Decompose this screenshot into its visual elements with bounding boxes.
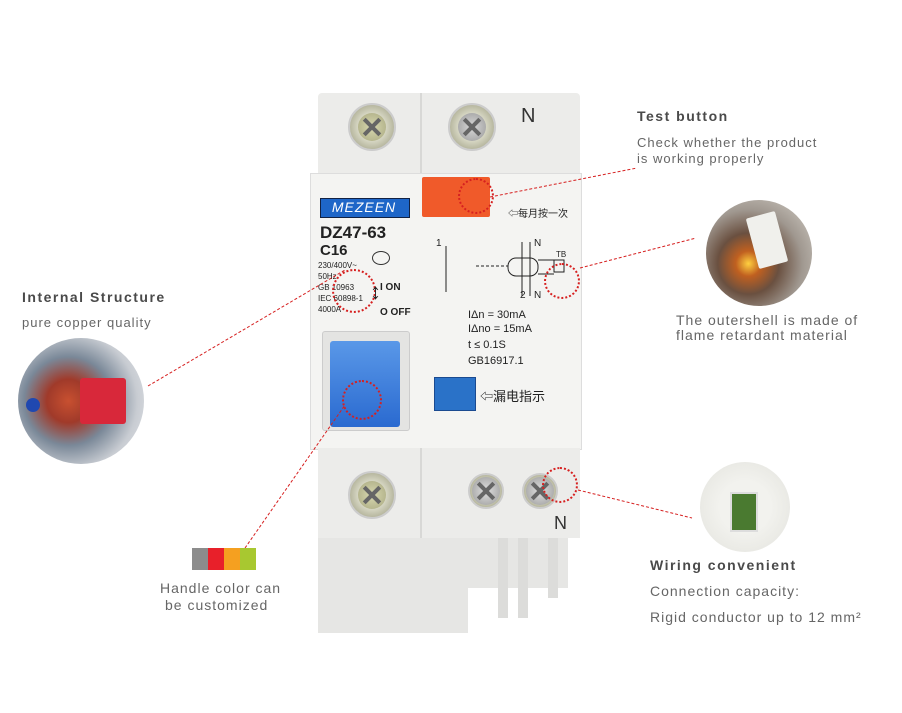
freq-label: 50Hz <box>318 272 337 281</box>
gb-standard: GB16917.1 <box>468 355 524 367</box>
neutral-label-top: N <box>521 105 536 127</box>
toggle-arrow-icon: ↕ <box>370 279 381 304</box>
capacity-label: 4000A <box>318 305 342 314</box>
internal-structure-photo <box>18 338 144 464</box>
swatch-gray <box>192 548 208 570</box>
wiring-title: Wiring convenient <box>650 557 797 573</box>
pin-2 <box>518 538 528 618</box>
test-button-desc-1: Check whether the product <box>637 135 818 150</box>
trip-time: t ≤ 0.1S <box>468 339 506 351</box>
bottom-mid-terminal[interactable] <box>468 473 504 509</box>
leakage-indicator <box>434 377 476 411</box>
pin-1 <box>498 538 508 618</box>
model-number: DZ47-63 <box>320 223 387 242</box>
standards-highlight-ring <box>332 269 376 313</box>
circuit-breaker: N MEZEEN DZ47-63 C16 230/400V~ 50Hz GB 1… <box>310 93 582 633</box>
rated-residual-current: IΔn = 30mA <box>468 309 526 321</box>
top-right-terminal[interactable] <box>448 103 496 151</box>
handle-desc-2: be customized <box>165 597 269 613</box>
wiring-desc-1: Connection capacity: <box>650 583 800 599</box>
brand-name: MEZEEN <box>331 199 397 215</box>
internal-structure-desc: pure copper quality <box>22 315 152 330</box>
terminal-highlight-ring <box>542 467 578 503</box>
handle-highlight-ring <box>342 380 382 420</box>
shell-desc-1: The outershell is made of <box>676 312 859 328</box>
monthly-test-note: ⇦每月按一次 <box>508 209 568 220</box>
leakage-indicator-label: ⇦漏电指示 <box>480 389 546 404</box>
current-rating: C16 <box>320 242 348 259</box>
cert-icon <box>372 251 390 265</box>
internal-structure-title: Internal Structure <box>22 289 166 305</box>
top-left-terminal[interactable] <box>348 103 396 151</box>
color-swatches <box>192 548 256 570</box>
handle-desc-1: Handle color can <box>160 580 282 596</box>
bottom-left-terminal[interactable] <box>348 471 396 519</box>
brand-plate <box>320 198 410 218</box>
shell-desc-2: flame retardant material <box>676 327 848 343</box>
on-label: I ON <box>380 282 401 293</box>
swatch-orange <box>224 548 240 570</box>
non-trip-current: IΔno = 15mA <box>468 323 532 335</box>
diagram-highlight-ring <box>544 263 580 299</box>
wiring-desc-2: Rigid conductor up to 12 mm² <box>650 609 862 625</box>
din-base <box>318 538 468 633</box>
swatch-green <box>240 548 256 570</box>
test-button-title: Test button <box>637 108 729 124</box>
swatch-red <box>208 548 224 570</box>
off-label: O OFF <box>380 307 411 318</box>
test-button-desc-2: is working properly <box>637 151 765 166</box>
test-button-highlight-ring <box>458 178 494 214</box>
voltage-label: 230/400V~ <box>318 261 357 270</box>
wiring-terminal-photo <box>700 462 790 552</box>
neutral-label-bottom: N <box>554 513 567 533</box>
flame-test-photo <box>706 200 812 306</box>
pin-3 <box>548 538 558 598</box>
